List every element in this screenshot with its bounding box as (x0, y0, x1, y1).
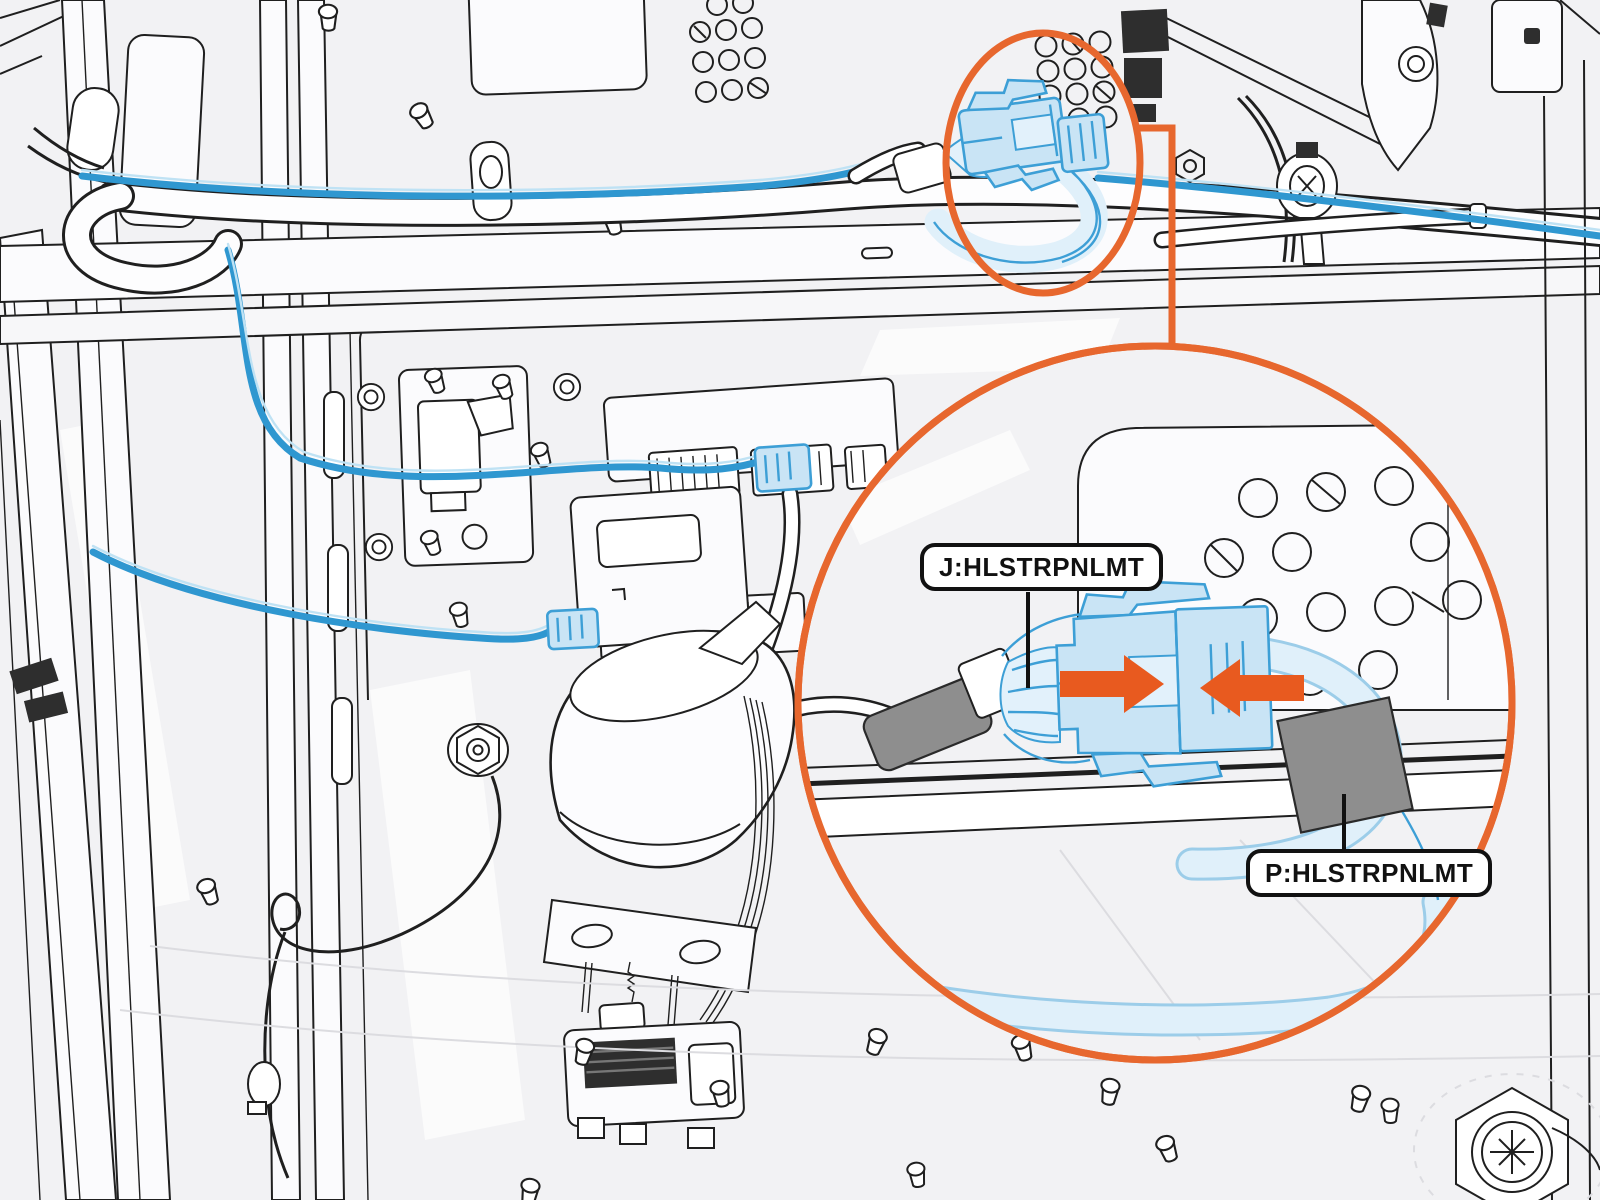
control-board (569, 377, 900, 751)
jack-label: J:HLSTRPNLMT (920, 543, 1164, 591)
push-arrow-right-icon (1060, 655, 1164, 713)
highlighted-cable (78, 148, 1600, 651)
flange-bolt (1413, 1073, 1600, 1200)
vent-hole-grid (689, 0, 769, 103)
source-connector (957, 78, 1069, 192)
push-arrow-left-icon (1200, 659, 1304, 717)
callout-connector-line (1136, 124, 1176, 348)
source-connector-cluster (847, 78, 1110, 273)
ground-terminal (247, 723, 509, 1179)
plug-cover (1276, 696, 1414, 834)
source-callout-circle (942, 29, 1144, 297)
plug-label: P:HLSTRPNLMT (1246, 849, 1493, 897)
